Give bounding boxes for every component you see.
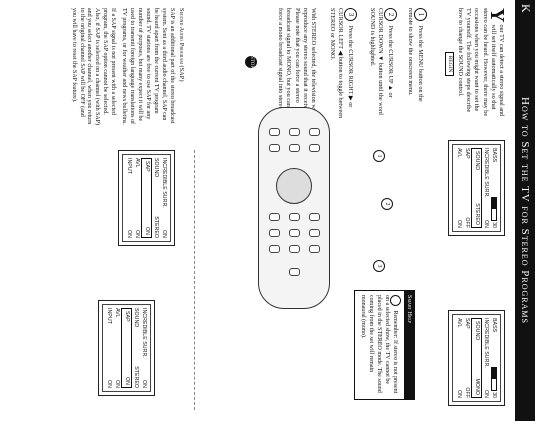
intro-dropcap: Y	[486, 8, 508, 23]
remote-button	[269, 213, 280, 221]
remote-button	[309, 245, 320, 253]
step-2: 2 Press the CURSOR UP ▲ or CURSOR DOWN ▼…	[368, 8, 397, 120]
menu-row: AVL ON	[456, 148, 463, 228]
menu-row: INPUT ON	[126, 158, 133, 238]
step-number: 1	[414, 8, 427, 21]
remote-button	[289, 213, 300, 221]
menu-row: INCREDIBLE SURR. ON	[141, 308, 147, 388]
step-number: 3	[344, 8, 357, 21]
section-divider	[194, 150, 195, 410]
cursor-pad	[276, 168, 312, 204]
sap-section: Second Audio Program (SAP) SAP is an add…	[69, 8, 185, 126]
menu-row: INCREDIBLE SURR. ON	[482, 148, 489, 228]
stop-icon: STOP	[245, 56, 257, 68]
onscreen-menu-sap-2: INCREDIBLE SURR. ON SOUND STEREO SAP ON …	[97, 300, 155, 396]
menu-row: SOUND STEREO	[152, 158, 159, 238]
sap-paragraph-1: SAP is an additional part of the stereo …	[121, 8, 175, 125]
callout-step-1: 1	[373, 150, 385, 162]
begin-badge: BEGIN	[444, 51, 454, 77]
callout-step-3: 3	[373, 260, 385, 272]
remote-button	[289, 229, 300, 237]
menu-row-highlighted: SAP ON	[141, 158, 152, 238]
header-bar: K How to Set the TV for Stereo Programs	[515, 0, 535, 421]
step-text: Press the CURSOR UP ▲ or CURSOR DOWN ▼ b…	[368, 8, 395, 115]
menu-row: INCREDIBLE SURR. ON	[482, 318, 489, 398]
bass-level-bar	[491, 196, 498, 221]
onscreen-menu-stereo: BASS 30 INCREDIBLE SURR. ON SOUND STEREO…	[447, 140, 505, 236]
sap-paragraph-2: If a SAP signal is not present with a se…	[70, 8, 117, 126]
remote-button	[309, 128, 320, 136]
remote-button	[269, 245, 280, 253]
step-text: Press the CURSOR RIGHT ▶ or CURSOR LEFT …	[328, 8, 355, 119]
lightbulb-icon	[389, 295, 401, 306]
menu-frame: BASS 30 INCREDIBLE SURR. ON SOUND MONO S…	[451, 314, 501, 402]
remote-button	[309, 229, 320, 237]
bass-level-bar	[491, 366, 498, 391]
menu-frame: INCREDIBLE SURR. ON SOUND STEREO SAP ON …	[121, 154, 171, 242]
remote-button	[289, 144, 300, 152]
menu-row: SAP OFF	[464, 318, 471, 398]
step-number: 2	[384, 8, 397, 21]
menu-row-highlighted: SOUND MONO	[471, 318, 482, 398]
smart-help-title: Smart Help	[403, 291, 414, 399]
intro-column: Y our TV can detect a stereo signal and …	[443, 8, 508, 120]
onscreen-menu-sap-1: INCREDIBLE SURR. ON SOUND STEREO SAP ON …	[117, 150, 175, 246]
menu-row: INPUT ON	[106, 308, 113, 388]
callout-step-2: 2	[381, 198, 393, 210]
menu-row-bass: BASS 30	[491, 318, 498, 398]
menu-row: SAP OFF	[464, 148, 471, 228]
remote-button	[289, 128, 300, 136]
remote-button	[309, 144, 320, 152]
menu-row: AVL ON	[134, 158, 141, 238]
step-3: 3 Press the CURSOR RIGHT ▶ or CURSOR LEF…	[328, 8, 357, 120]
smart-help-body: Remember: If stereo is not present on a …	[355, 291, 404, 399]
menu-row: INCREDIBLE SURR. ON	[161, 158, 167, 238]
menu-row-highlighted: SOUND STEREO	[471, 148, 482, 228]
intro-text: our TV can detect a stereo signal and wi…	[457, 8, 505, 117]
remote-button	[269, 144, 280, 152]
remote-button	[269, 229, 280, 237]
step-text: Press the MENU button on the remote to s…	[407, 8, 425, 102]
remote-button	[269, 128, 280, 136]
menu-frame: INCREDIBLE SURR. ON SOUND STEREO SAP ON …	[101, 304, 151, 392]
sap-title: Second Audio Program (SAP)	[178, 8, 185, 82]
menu-row-highlighted: SAP ON	[121, 308, 132, 388]
menu-row: AVL ON	[114, 308, 121, 388]
smart-help-text: Remember: If stereo is not present on a …	[359, 295, 398, 394]
remote-button	[309, 213, 320, 221]
remote-button	[289, 268, 300, 276]
page-title: How to Set the TV for Stereo Programs	[519, 97, 531, 324]
corner-mark: K	[519, 4, 533, 13]
stereo-note: With STEREO selected, the television wil…	[276, 8, 317, 120]
onscreen-menu-mono: BASS 30 INCREDIBLE SURR. ON SOUND MONO S…	[447, 310, 505, 406]
menu-row-bass: BASS 30	[491, 148, 498, 228]
stereo-note-text: With STEREO selected, the television wil…	[277, 8, 317, 116]
remote-control	[258, 107, 330, 309]
remote-button	[289, 245, 300, 253]
menu-row: AVL ON	[456, 318, 463, 398]
smart-help-box: Smart Help Remember: If stereo is not pr…	[354, 290, 415, 400]
menu-row: SOUND STEREO	[132, 308, 139, 388]
menu-frame: BASS 30 INCREDIBLE SURR. ON SOUND STEREO…	[451, 144, 501, 232]
step-1: 1 Press the MENU button on the remote to…	[406, 8, 427, 120]
